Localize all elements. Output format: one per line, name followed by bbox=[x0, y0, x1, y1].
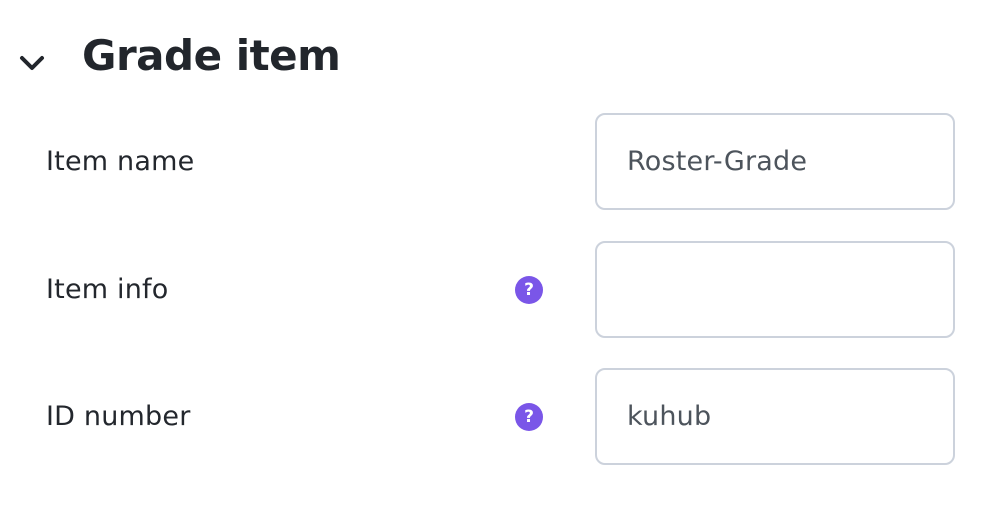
id-number-input[interactable] bbox=[595, 368, 955, 465]
id-number-label: ID number bbox=[46, 401, 191, 432]
item-name-label: Item name bbox=[46, 146, 195, 177]
chevron-down-icon bbox=[18, 51, 46, 75]
section-header: Grade item bbox=[0, 0, 996, 82]
item-info-label: Item info bbox=[46, 274, 169, 305]
help-slot: ? bbox=[515, 402, 543, 431]
item-info-input[interactable] bbox=[595, 241, 955, 338]
section-title: Grade item bbox=[82, 30, 341, 80]
collapse-section-button[interactable] bbox=[16, 47, 48, 79]
form-row-item-info: Item info ? bbox=[0, 241, 996, 338]
help-slot: ? bbox=[515, 275, 543, 304]
item-info-help-icon[interactable]: ? bbox=[515, 275, 543, 304]
id-number-help-icon[interactable]: ? bbox=[515, 402, 543, 431]
form-row-item-name: Item name bbox=[0, 113, 996, 210]
help-slot-empty bbox=[515, 148, 543, 176]
form-row-id-number: ID number ? bbox=[0, 368, 996, 465]
item-name-input[interactable] bbox=[595, 113, 955, 210]
